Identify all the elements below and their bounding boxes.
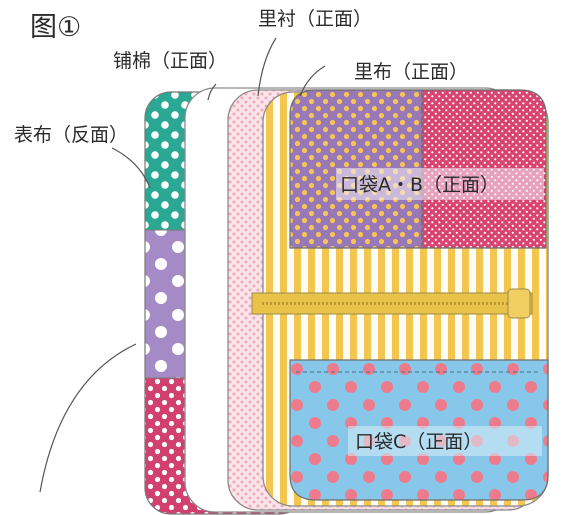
label-pocket-ab-front: 口袋A・B（正面） — [340, 174, 500, 196]
figure-title: 图① — [30, 12, 82, 43]
label-underlay-c — [348, 426, 542, 456]
leader-lines — [39, 37, 326, 493]
label-batting-front: 铺棉（正面） — [113, 50, 228, 72]
label-lining-front: 里衬（正面） — [258, 8, 373, 30]
label-outer-fabric-back: 表布（反面） — [14, 124, 129, 146]
label-linen-front: 里布（正面） — [354, 61, 469, 83]
label-pocket-c-front: 口袋C（正面） — [355, 431, 483, 453]
label-underlay-ab — [336, 168, 544, 200]
zipper — [251, 288, 533, 319]
